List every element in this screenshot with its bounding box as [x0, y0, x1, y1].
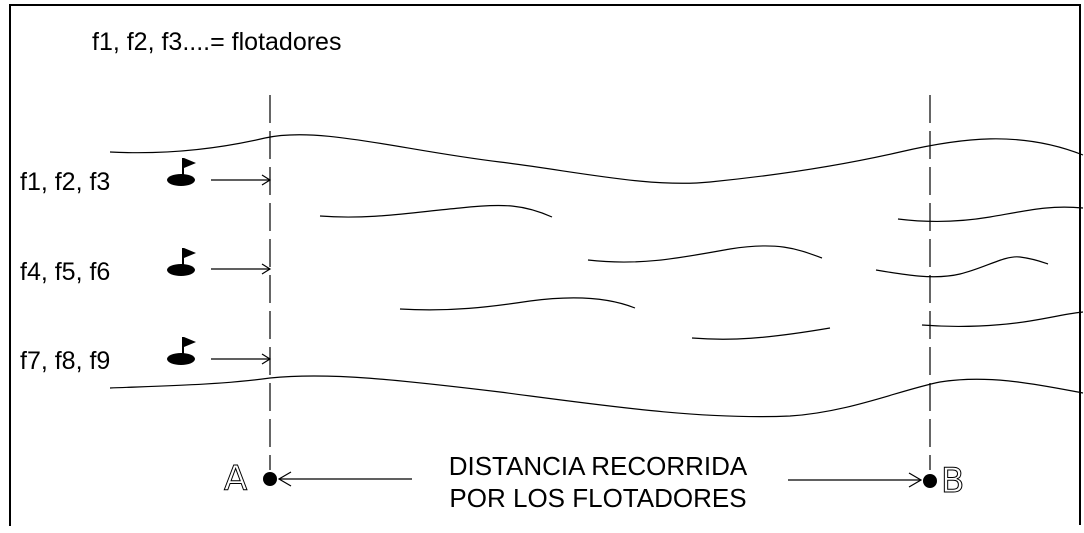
ripple — [319, 204, 553, 218]
water-ripples — [319, 204, 1084, 340]
ripple — [399, 297, 636, 311]
float-flag-icon — [167, 248, 196, 276]
ripple — [875, 256, 1049, 278]
release-arrow — [211, 263, 272, 275]
float-flag-icon — [167, 158, 196, 186]
distance-label-line2: POR LOS FLOTADORES — [449, 483, 746, 513]
distance-arrow-left — [277, 471, 412, 487]
legend-text: f1, f2, f3....= flotadores — [92, 28, 341, 56]
point-b-label: B — [941, 461, 964, 501]
float-group-label: f1, f2, f3 — [20, 168, 110, 196]
distance-arrow-right — [788, 472, 923, 488]
ripple — [691, 327, 831, 340]
upper-riverbank — [109, 134, 1084, 184]
distance-label-line1: DISTANCIA RECORRIDA — [449, 451, 748, 481]
point-b-dot — [923, 474, 937, 488]
lower-riverbank — [109, 375, 1084, 418]
ripple — [897, 206, 1084, 223]
diagram-frame — [9, 4, 1081, 526]
point-a-dot — [263, 472, 277, 486]
point-a-label: A — [224, 459, 247, 499]
ripple — [587, 245, 823, 263]
release-arrow — [211, 174, 272, 186]
float-group-label: f7, f8, f9 — [20, 347, 110, 375]
float-group-label: f4, f5, f6 — [20, 258, 110, 286]
ripple — [921, 311, 1084, 327]
float-flag-icon — [167, 337, 196, 365]
release-arrow — [211, 353, 272, 365]
